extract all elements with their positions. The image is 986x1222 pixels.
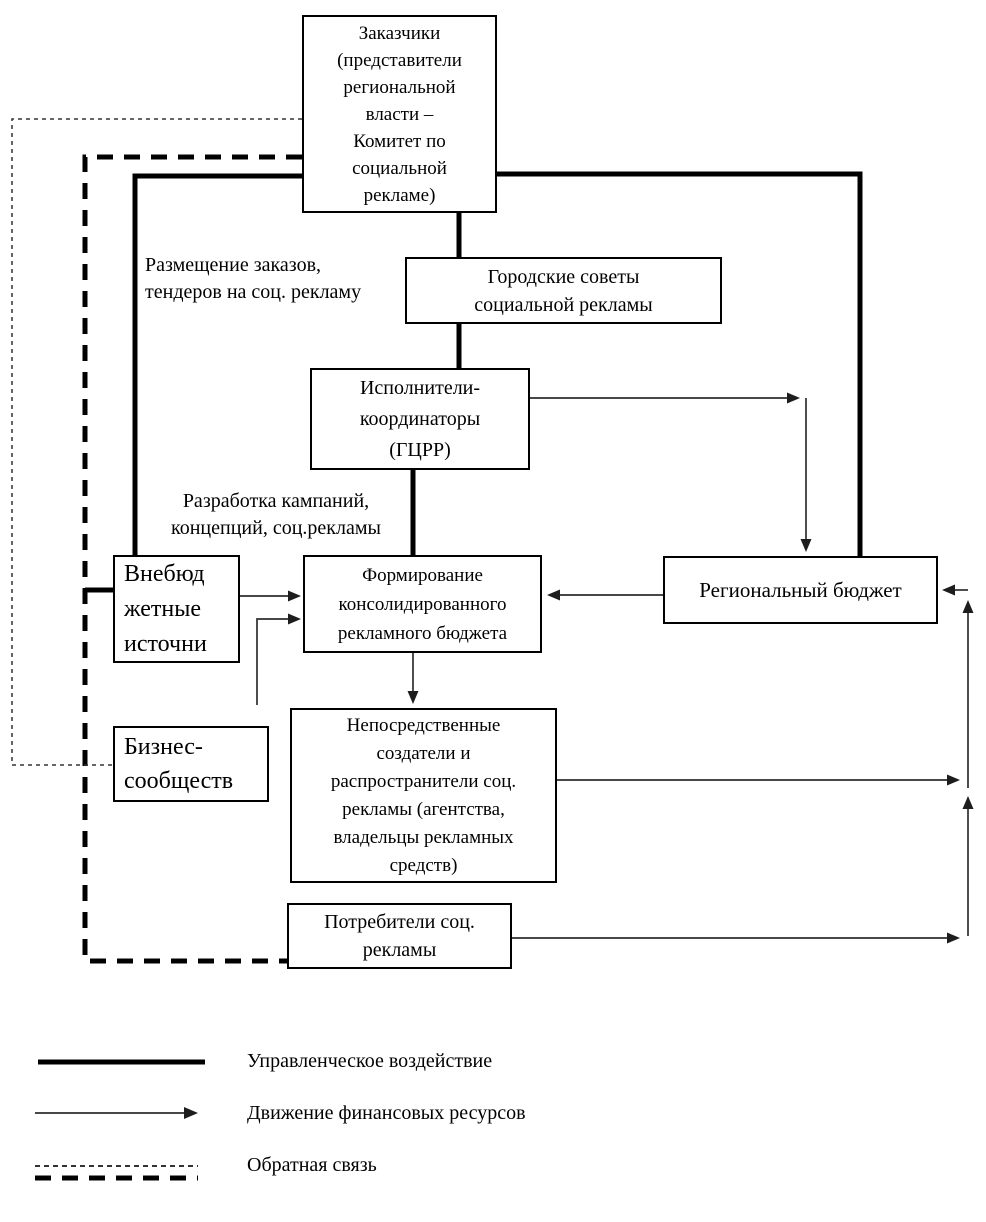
node-extrabudgetary-sources-label: Внебюд жетные источни [124,560,207,657]
legend-label-feedback: Обратная связь [247,1154,377,1176]
node-extrabudgetary-sources: Внебюд жетные источни [113,555,240,663]
arrowhead-left-icon [942,584,955,596]
edge-feedback-thin-business-customers [11,118,302,766]
node-creators-distributors: Непосредственные создатели и распростран… [290,708,557,883]
legend-label-finance: Движение финансовых ресурсов [247,1102,526,1124]
node-business-community: Бизнес- сообществ [113,726,269,802]
node-customers-label: Заказчики (представители региональной вл… [337,22,462,206]
edge-label-orders: Размещение заказов, тендеров на соц. рек… [145,254,362,303]
node-creators-distributors-label: Непосредственные создатели и распростран… [330,714,517,876]
arrowhead-down-icon [407,691,419,704]
node-city-councils: Городские советы социальной рекламы [405,257,722,324]
node-regional-budget-label: Региональный бюджет [699,578,902,602]
arrowhead-left-icon [547,589,560,601]
arrowhead-right-icon [288,590,301,602]
edge-management-customers-regional-budget [497,171,863,556]
node-consumers: Потребители соц. рекламы [287,903,512,969]
arrowhead-up-icon [962,796,974,809]
edge-feedback-thick-consumers-customers [82,154,302,964]
node-business-community-label: Бизнес- сообществ [124,734,234,794]
arrowhead-up-icon [962,600,974,613]
node-budget-formation-label: Формирование консолидированного рекламно… [337,564,508,644]
node-consumers-label: Потребители соц. рекламы [324,911,475,961]
node-executors-coordinators: Исполнители- координаторы (ГЦРР) [310,368,530,470]
arrowhead-right-icon [787,392,800,404]
arrowhead-down-icon [800,539,812,552]
legend-label-management: Управленческое воздействие [247,1050,493,1072]
arrowhead-right-icon [947,774,960,786]
edge-label-development: Разработка кампаний, концепций, соц.рекл… [171,490,381,539]
arrowhead-right-icon [947,932,960,944]
node-customers: Заказчики (представители региональной вл… [302,15,497,213]
node-budget-formation: Формирование консолидированного рекламно… [303,555,542,653]
node-executors-coordinators-label: Исполнители- координаторы (ГЦРР) [359,376,481,461]
edge-management-customers-extrabudgetary [132,173,302,555]
legend-swatch-finance-arrowhead-icon [184,1107,198,1119]
node-city-councils-label: Городские советы социальной рекламы [474,265,653,316]
edge-finance-business-formation [256,618,289,705]
arrowhead-right-icon [288,613,301,625]
node-regional-budget: Региональный бюджет [663,556,938,624]
